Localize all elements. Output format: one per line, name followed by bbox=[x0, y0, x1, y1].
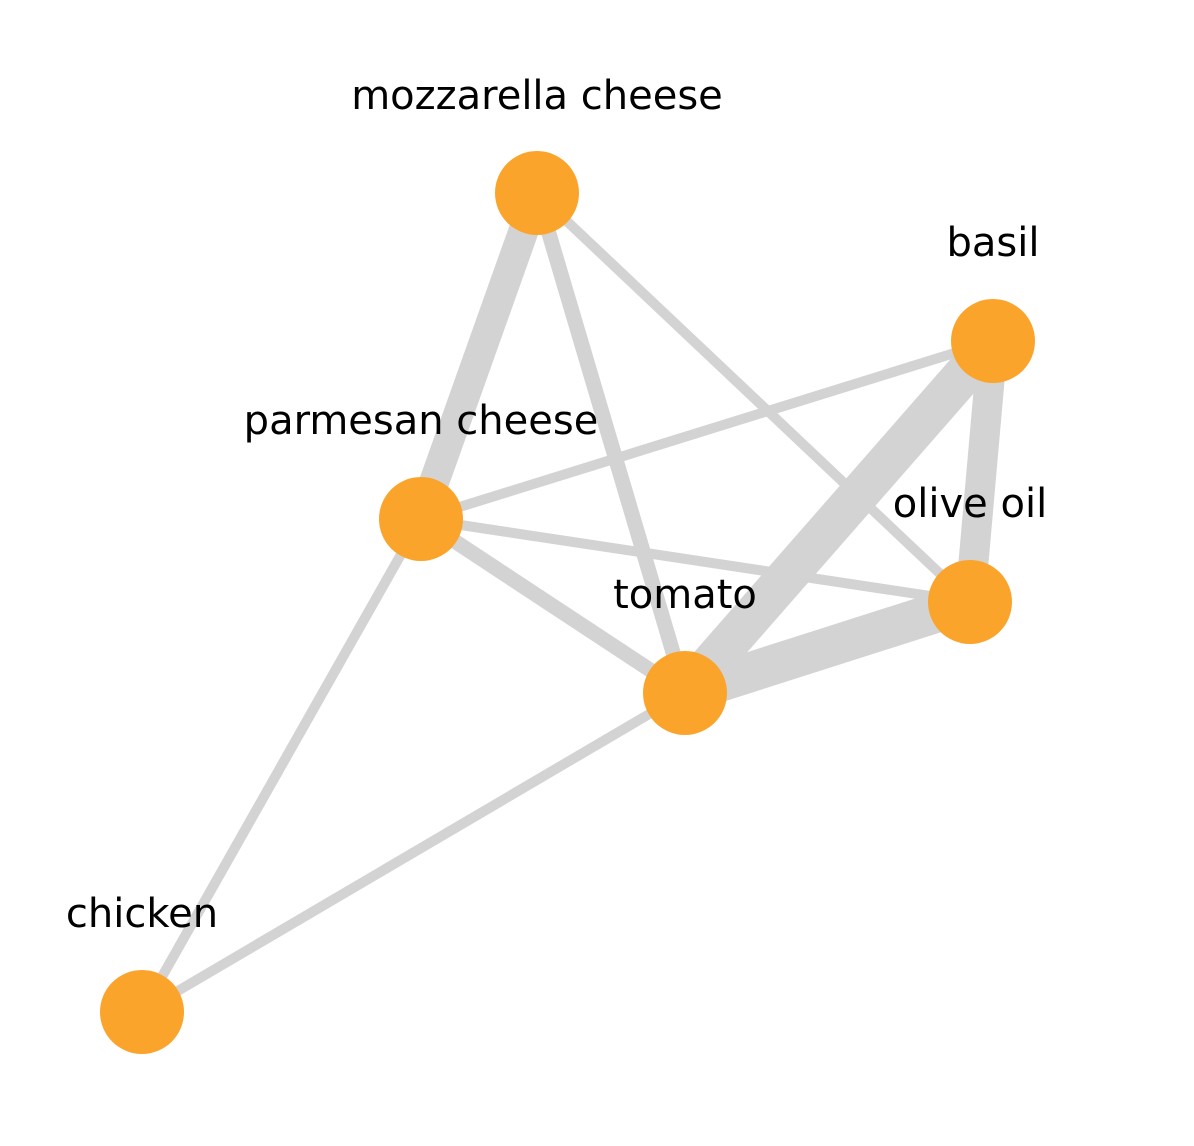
edge-basil-olive-oil bbox=[955, 339, 1008, 604]
node-tomato[interactable] bbox=[643, 651, 727, 735]
node-label-chicken: chicken bbox=[66, 891, 218, 937]
edge-tomato-chicken bbox=[139, 688, 688, 1017]
edges-layer bbox=[137, 187, 1009, 1017]
node-basil[interactable] bbox=[951, 299, 1035, 383]
node-olive-oil[interactable] bbox=[928, 560, 1012, 644]
node-label-mozzarella: mozzarella cheese bbox=[351, 73, 723, 119]
edge-parmesan-chicken bbox=[137, 516, 426, 1015]
edge-parmesan-tomato bbox=[416, 512, 690, 700]
labels-layer: mozzarella cheese basil parmesan cheese oli… bbox=[66, 73, 1047, 937]
node-label-basil: basil bbox=[947, 220, 1040, 266]
edge-mozzarella-olive-oil bbox=[533, 189, 974, 606]
edge-basil-tomato bbox=[669, 327, 1009, 707]
nodes-layer bbox=[100, 151, 1035, 1054]
node-label-tomato: tomato bbox=[613, 572, 757, 618]
edge-mozzarella-parmesan bbox=[406, 187, 552, 525]
node-chicken[interactable] bbox=[100, 970, 184, 1054]
edge-mozzarella-tomato bbox=[529, 190, 693, 696]
edge-basil-parmesan bbox=[419, 336, 995, 524]
node-mozzarella[interactable] bbox=[495, 151, 579, 235]
node-parmesan[interactable] bbox=[379, 477, 463, 561]
edge-parmesan-olive-oil bbox=[420, 514, 971, 607]
node-label-olive-oil: olive oil bbox=[893, 481, 1047, 527]
node-label-parmesan: parmesan cheese bbox=[244, 398, 599, 444]
edge-tomato-olive-oil bbox=[678, 582, 977, 713]
